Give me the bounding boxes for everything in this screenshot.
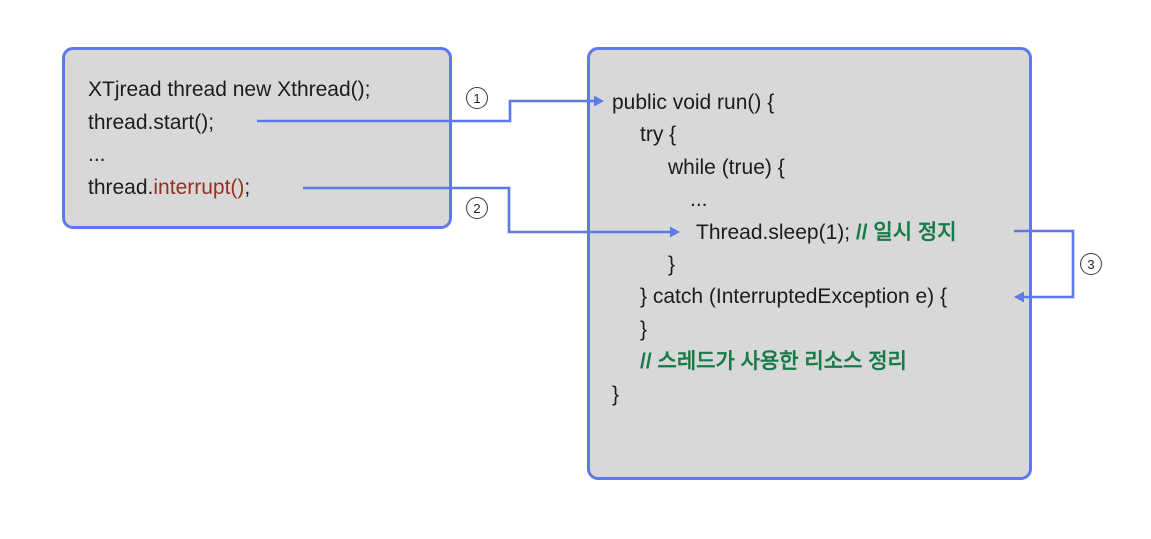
code-line: // 스레드가 사용한 리소스 정리 bbox=[612, 346, 1029, 378]
step-2-badge: 2 bbox=[466, 197, 488, 219]
code-text: } bbox=[668, 253, 676, 277]
code-line: } bbox=[612, 314, 1029, 346]
interrupt-call-highlight: interrupt() bbox=[153, 176, 245, 200]
code-text: Thread.sleep(1); bbox=[696, 220, 856, 244]
code-text: } bbox=[640, 317, 648, 341]
code-text: ... bbox=[88, 143, 106, 167]
korean-comment: // 스레드가 사용한 리소스 정리 bbox=[640, 350, 907, 374]
code-line: XTjread thread new Xthread(); bbox=[88, 74, 449, 107]
code-text: public void run() { bbox=[612, 91, 775, 114]
code-text: } catch (InterruptedException e) { bbox=[640, 285, 948, 309]
code-line: public void run() { bbox=[612, 87, 1029, 119]
caller-code-box: XTjread thread new Xthread(); thread.star… bbox=[62, 47, 452, 229]
code-line: ... bbox=[88, 139, 449, 172]
step-3-label: 3 bbox=[1087, 256, 1095, 272]
code-text: ... bbox=[690, 188, 708, 212]
code-line: thread.interrupt(); bbox=[88, 172, 449, 205]
step-1-badge: 1 bbox=[466, 87, 488, 109]
code-line: } bbox=[612, 379, 1029, 411]
code-line: ... bbox=[612, 184, 1029, 216]
code-text: thread.start(); bbox=[88, 110, 215, 134]
code-line: } bbox=[612, 249, 1029, 281]
code-text: try { bbox=[640, 123, 677, 147]
code-text: XTjread thread new Xthread(); bbox=[88, 78, 371, 101]
code-text: thread. bbox=[88, 176, 154, 200]
code-text: } bbox=[612, 382, 620, 406]
step-2-label: 2 bbox=[473, 200, 481, 216]
step-3-badge: 3 bbox=[1080, 253, 1102, 275]
code-text: while (true) { bbox=[668, 155, 785, 179]
run-method-code-box: public void run() { try { while (true) {..… bbox=[587, 47, 1032, 480]
code-line: while (true) { bbox=[612, 152, 1029, 184]
korean-comment: // 일시 정지 bbox=[855, 220, 957, 244]
code-line: } catch (InterruptedException e) { bbox=[612, 281, 1029, 313]
code-line: thread.start(); bbox=[88, 107, 449, 140]
step-1-label: 1 bbox=[473, 90, 481, 106]
code-text: ; bbox=[244, 176, 251, 200]
code-line: Thread.sleep(1); // 일시 정지 bbox=[612, 217, 1029, 249]
code-line: try { bbox=[612, 119, 1029, 151]
